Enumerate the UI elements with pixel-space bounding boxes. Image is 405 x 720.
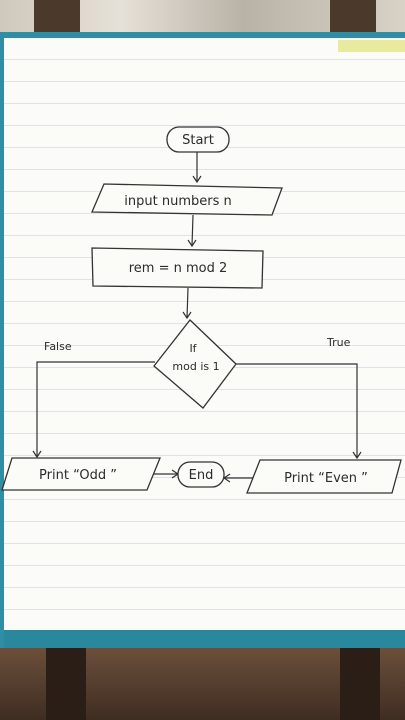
arrow-true-branch: [236, 363, 358, 458]
arrow-process-decision: [186, 287, 189, 319]
end-label: End: [189, 468, 214, 483]
notebook-binding: [4, 630, 405, 648]
process-box: [91, 247, 264, 289]
even-output-parallelogram: [246, 459, 402, 494]
false-label: False: [44, 340, 72, 353]
arrowhead: [352, 451, 362, 460]
arrow-input-process: [191, 214, 194, 247]
even-output-label: Print “Even ”: [284, 471, 368, 486]
process-label: rem = n mod 2: [129, 261, 228, 276]
start-label: Start: [182, 133, 214, 148]
odd-output-parallelogram: [1, 457, 161, 491]
arrow-false-branch: [36, 361, 155, 457]
decision-label-line1: If: [189, 342, 197, 355]
connectors: [32, 152, 362, 483]
arrowhead: [187, 239, 197, 248]
arrowhead: [192, 175, 202, 184]
input-label: input numbers n: [124, 194, 231, 209]
start-terminal: [166, 126, 230, 153]
floor-leg-right: [340, 648, 380, 720]
arrowhead: [32, 450, 42, 459]
decision-diamond: [153, 319, 237, 409]
end-terminal: [177, 461, 225, 488]
arrowhead: [182, 311, 192, 320]
floor-leg-left: [46, 648, 86, 720]
true-label: True: [326, 336, 351, 349]
sticky-tab: [338, 40, 405, 52]
odd-output-label: Print “Odd ”: [39, 468, 117, 483]
decision-label-line2: mod is 1: [172, 360, 219, 373]
input-parallelogram: [91, 183, 283, 216]
